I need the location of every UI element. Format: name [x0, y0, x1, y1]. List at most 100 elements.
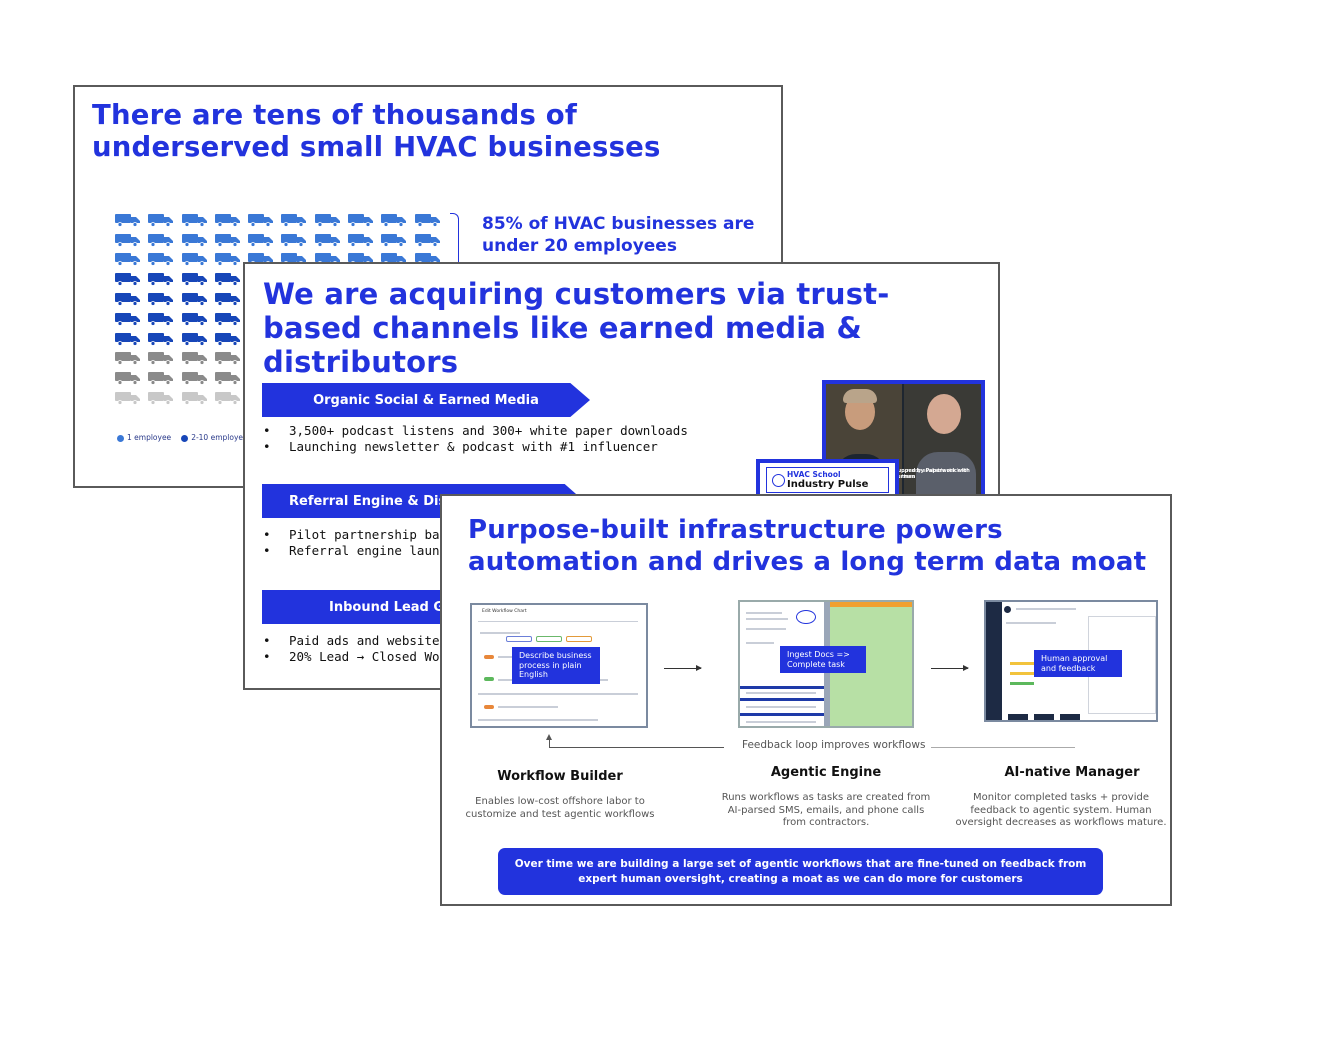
- truck-row: [115, 309, 455, 329]
- legend-item: 1 employee: [117, 433, 171, 442]
- cropped-heading-fragment: [330, 0, 1010, 6]
- truck-row: [115, 329, 455, 349]
- legend-dot-icon: [181, 434, 189, 442]
- truck-icon: [314, 233, 341, 247]
- truck-icon: [148, 213, 174, 227]
- truck-icon: [214, 351, 241, 366]
- step-title-agentic-engine: Agentic Engine: [770, 765, 882, 780]
- truck-icon: [381, 233, 407, 247]
- arrow-right-icon: [931, 665, 969, 671]
- bracket: [450, 213, 459, 268]
- feedback-loop-label: Feedback loop improves workflows: [736, 739, 932, 751]
- badge-line-1: HVAC School: [787, 470, 841, 479]
- truck-icon: [115, 213, 141, 227]
- truck-icon: [414, 233, 441, 247]
- cap-icon: [843, 389, 877, 403]
- bullet-item: 3,500+ podcast listens and 300+ white pa…: [263, 423, 688, 440]
- truck-icon: [181, 312, 208, 326]
- slide-title: We are acquiring customers via trust-bas…: [263, 277, 890, 379]
- person-right-head: [927, 394, 961, 434]
- truck-icon: [148, 391, 174, 405]
- truck-icon: [115, 272, 141, 287]
- truck-row: [115, 368, 455, 388]
- legend: 1 employee 2-10 employees: [117, 433, 252, 442]
- truck-icon: [115, 332, 141, 346]
- truck-icon: [214, 233, 241, 247]
- truck-icon: [214, 292, 241, 306]
- bullet-item: Pilot partnership backed: [263, 527, 470, 544]
- truck-row: [115, 289, 455, 309]
- bullet-item: Paid ads and website le: [263, 633, 462, 650]
- truck-icon: [115, 252, 141, 267]
- step-label: Human approval and feedback: [1034, 650, 1122, 678]
- slide-title: Purpose-built infrastructure powers auto…: [468, 515, 1147, 577]
- badge-line-2: Industry Pulse: [787, 479, 869, 490]
- truck-icon: [181, 252, 208, 267]
- app-sidebar: [986, 602, 1002, 720]
- truck-icon: [148, 252, 174, 267]
- channel-organic-social: Organic Social & Earned Media: [262, 383, 590, 417]
- stat-callout: 85% of HVAC businesses are under 20 empl…: [482, 214, 755, 257]
- truck-icon: [248, 213, 274, 227]
- truck-icon: [181, 371, 208, 386]
- truck-icon: [148, 351, 174, 366]
- company-logo-icon: [796, 610, 816, 624]
- truck-icon: [348, 233, 374, 247]
- slide-title: There are tens of thousands of underserv…: [92, 99, 661, 164]
- bullet-item: Launching newsletter & podcast with #1 i…: [263, 439, 688, 456]
- slide-infrastructure: Purpose-built infrastructure powers auto…: [440, 494, 1172, 906]
- step-desc: Monitor completed tasks + provide feedba…: [955, 792, 1167, 828]
- truck-icon: [115, 292, 141, 306]
- legend-dot-icon: [117, 434, 124, 442]
- screenshot-header: Edit Workflow Chart: [482, 609, 527, 614]
- video-tag: Supped by Paperwork with Furman: [894, 468, 970, 480]
- channel-bullets: 3,500+ podcast listens and 300+ white pa…: [263, 423, 688, 456]
- truck-icon-grid: [115, 210, 455, 408]
- truck-icon: [148, 233, 174, 247]
- truck-row: [115, 349, 455, 369]
- step-desc: Enables low-cost offshore labor to custo…: [465, 796, 655, 820]
- truck-icon: [148, 332, 174, 346]
- bullet-item: 20% Lead → Closed Wor: [263, 649, 462, 666]
- video-caption: ...ready available stack for there: [902, 468, 969, 480]
- truck-row: [115, 230, 455, 250]
- arrow-right-icon: [664, 665, 702, 671]
- truck-icon: [181, 233, 208, 247]
- loop-line-left: [549, 747, 724, 748]
- avatar: [1004, 606, 1011, 613]
- channel-bullets: Pilot partnership backed Referral engine…: [263, 527, 470, 560]
- moat-banner: Over time we are building a large set of…: [498, 848, 1103, 895]
- truck-icon: [181, 391, 208, 405]
- truck-icon: [214, 391, 241, 405]
- truck-icon: [214, 312, 241, 326]
- truck-row: [115, 210, 455, 230]
- truck-icon: [148, 371, 174, 386]
- legend-item: 2-10 employees: [181, 433, 252, 442]
- truck-icon: [214, 213, 241, 227]
- truck-icon: [248, 233, 274, 247]
- workflow-builder-screenshot: Edit Workflow Chart Describe business pr…: [470, 603, 648, 728]
- truck-icon: [214, 371, 241, 386]
- truck-icon: [348, 213, 374, 227]
- truck-icon: [314, 213, 341, 227]
- step-desc: Runs workflows as tasks are created from…: [721, 792, 931, 828]
- step-label: Ingest Docs => Complete task: [780, 646, 866, 674]
- truck-icon: [148, 272, 174, 287]
- truck-icon: [414, 213, 441, 227]
- truck-icon: [181, 272, 208, 287]
- truck-icon: [281, 233, 307, 247]
- step-title-ai-manager: AI-native Manager: [1004, 765, 1140, 780]
- truck-row: [115, 388, 455, 408]
- channel-bullets: Paid ads and website le 20% Lead → Close…: [263, 633, 462, 666]
- truck-icon: [381, 213, 407, 227]
- bullet-item: Referral engine launchin: [263, 543, 470, 560]
- truck-icon: [181, 292, 208, 306]
- truck-icon: [148, 312, 174, 326]
- truck-icon: [115, 391, 141, 405]
- step-title-workflow-builder: Workflow Builder: [497, 769, 623, 784]
- loop-arrow-up-icon: [546, 734, 552, 748]
- hvac-school-logo-icon: [772, 474, 785, 487]
- truck-row: [115, 269, 455, 289]
- person-right: [916, 452, 976, 494]
- truck-icon: [115, 312, 141, 326]
